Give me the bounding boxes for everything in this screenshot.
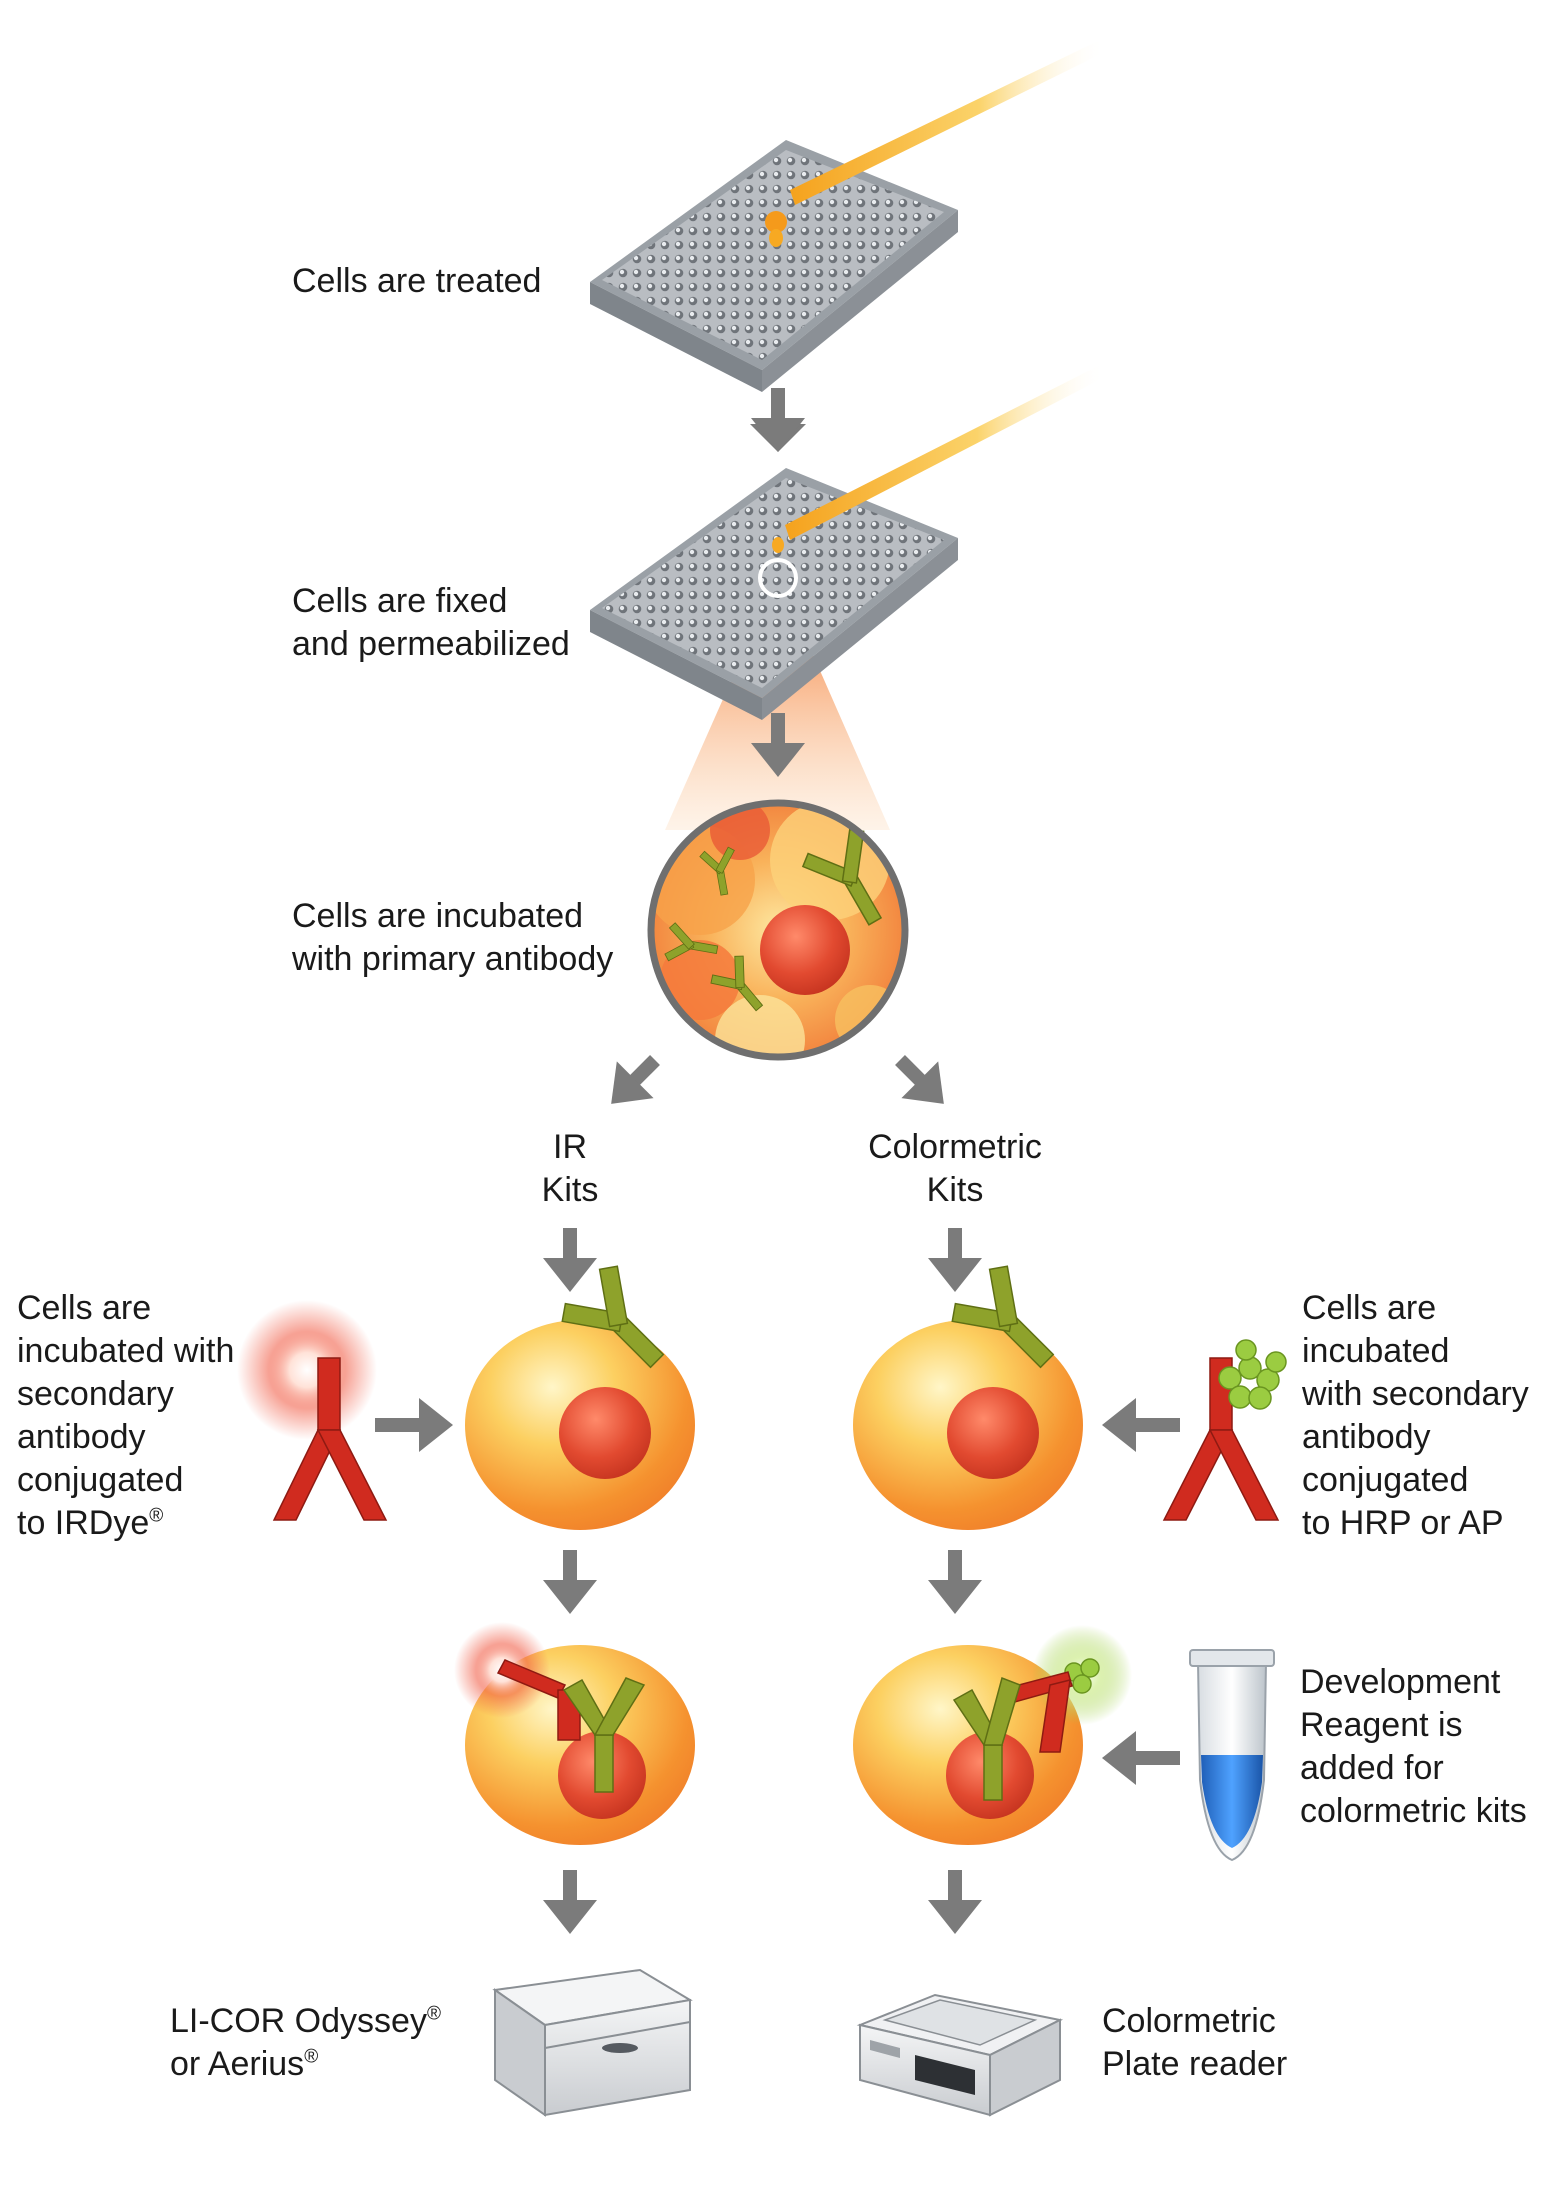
secondary-label-line: Cells are <box>17 1289 152 1327</box>
step-label-primary: Cells are incubated with primary antibod… <box>292 895 613 981</box>
reader-label-line: LI-COR Odyssey® <box>170 2000 441 2043</box>
cell-icon <box>465 1320 695 1530</box>
arrow-icon <box>751 713 805 777</box>
hrp-ap-bead-cluster-icon <box>1218 1339 1287 1410</box>
branch-label-line: Kits <box>926 1171 984 1209</box>
secondary-label-line: antibody <box>17 1418 146 1456</box>
reader-label-line: Plate reader <box>1102 2045 1288 2083</box>
secondary-label-line: to HRP or AP <box>1302 1504 1504 1542</box>
registered-mark: ® <box>426 2003 441 2025</box>
development-label-line: colormetric kits <box>1300 1792 1527 1830</box>
irdye-text: to IRDye <box>17 1504 150 1542</box>
primary-antibody-icon <box>562 1677 646 1793</box>
branch-label-line: Colormetric <box>868 1128 1042 1166</box>
step-label-line: Cells are incubated <box>292 897 584 935</box>
arrow-icon <box>928 1550 982 1614</box>
cell-icon <box>853 1320 1083 1530</box>
odyssey-imager-icon <box>492 1968 693 2117</box>
reader-label-colorimetric: Colormetric Plate reader <box>1102 2000 1287 2086</box>
pipette-icon <box>765 40 1105 247</box>
secondary-label-ir: Cells are incubated with secondary antib… <box>17 1287 234 1545</box>
primary-antibody-icon <box>664 828 883 1012</box>
step-label-fixed: Cells are fixed and permeabilized <box>292 580 570 666</box>
arrow-icon <box>375 1398 453 1452</box>
development-label-line: Development <box>1300 1663 1501 1701</box>
branch-label-colorimetric: Colormetric Kits <box>840 1126 1070 1212</box>
arrow-icon <box>750 388 806 452</box>
reader-label-line: Colormetric <box>1102 2002 1276 2040</box>
zoom-cell-view <box>647 799 909 1061</box>
reagent-tube-icon <box>1189 1649 1275 1862</box>
step-label-treated: Cells are treated <box>292 260 541 303</box>
magnifier-icon <box>758 558 798 598</box>
secondary-label-line: antibody <box>1302 1418 1431 1456</box>
branch-label-line: IR <box>553 1128 587 1166</box>
arrow-icon <box>543 1550 597 1614</box>
odyssey-text: LI-COR Odyssey <box>170 2002 427 2040</box>
step-label-line: and permeabilized <box>292 625 570 663</box>
aerius-text: or Aerius <box>170 2045 305 2083</box>
secondary-antibody-icon <box>272 1357 388 1521</box>
secondary-label-line-last: to IRDye® <box>17 1502 234 1545</box>
development-label: Development Reagent is added for colorme… <box>1300 1661 1527 1833</box>
step-label-line: Cells are treated <box>292 262 542 300</box>
secondary-antibody-icon <box>1162 1357 1280 1521</box>
well-plate-icon <box>590 140 958 392</box>
registered-mark: ® <box>304 2046 319 2068</box>
reader-label-ir: LI-COR Odyssey® or Aerius® <box>170 2000 441 2086</box>
secondary-label-line: incubated <box>1302 1332 1450 1370</box>
plate-reader-icon <box>856 1993 1064 2117</box>
registered-mark: ® <box>149 1505 164 1527</box>
arrow-icon <box>543 1228 597 1292</box>
step-label-line: with primary antibody <box>292 940 614 978</box>
arrow-icon <box>928 1870 982 1934</box>
development-label-line: Reagent is <box>1300 1706 1463 1744</box>
flow-arrows <box>375 388 1180 1934</box>
secondary-label-line: secondary <box>17 1375 174 1413</box>
pipette-icon <box>772 365 1105 553</box>
arrow-icon <box>928 1228 982 1292</box>
arrow-icon <box>543 1870 597 1934</box>
reader-label-line: or Aerius® <box>170 2043 441 2086</box>
secondary-label-line: Cells are <box>1302 1289 1437 1327</box>
development-label-line: added for <box>1300 1749 1444 1787</box>
primary-antibody-icon <box>561 1265 1055 1369</box>
secondary-label-colorimetric: Cells are incubated with secondary antib… <box>1302 1287 1529 1545</box>
branch-label-line: Kits <box>541 1171 599 1209</box>
primary-antibody-icon <box>952 1676 1021 1801</box>
arrow-icon <box>611 1055 660 1104</box>
secondary-label-line: incubated with <box>17 1332 235 1370</box>
step-label-line: Cells are fixed <box>292 582 508 620</box>
branch-label-ir: IR Kits <box>520 1126 620 1212</box>
secondary-label-line: with secondary <box>1302 1375 1529 1413</box>
arrow-icon <box>895 1055 944 1104</box>
irdye-glow-icon <box>237 1300 377 1440</box>
hrp-ap-bead-cluster-icon <box>1064 1658 1100 1694</box>
arrow-icon <box>1102 1398 1180 1452</box>
well-plate-icon <box>590 468 958 720</box>
secondary-label-line: conjugated <box>17 1461 184 1499</box>
secondary-label-line: conjugated <box>1302 1461 1469 1499</box>
arrow-icon <box>1102 1731 1180 1785</box>
